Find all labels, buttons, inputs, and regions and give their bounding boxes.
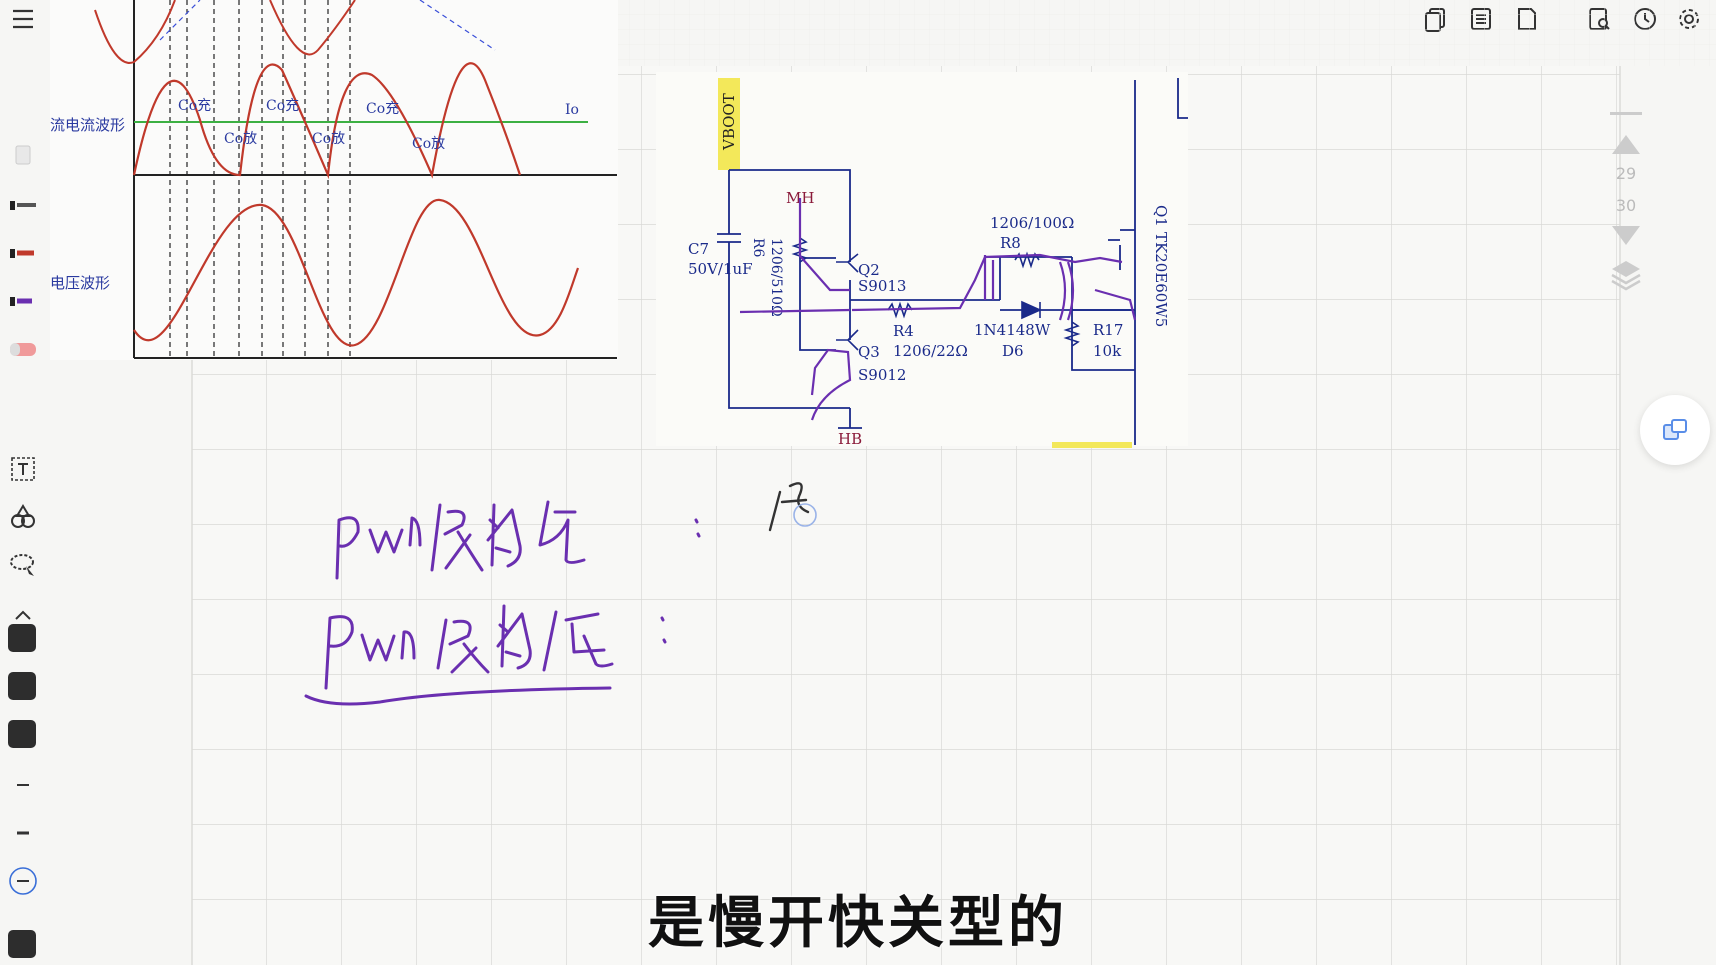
co-charge-label-2: Co充: [266, 98, 299, 114]
co-charge-label-1: Co充: [178, 98, 211, 114]
color-swatch-1[interactable]: [8, 624, 36, 652]
stroke-medium-icon[interactable]: [5, 816, 41, 850]
q3-label: Q3: [858, 343, 880, 361]
hb-label: HB: [838, 430, 862, 448]
q1-label: Q1: [1152, 205, 1170, 227]
nav-bar-icon: [1610, 112, 1642, 115]
r4-value-label: 1206/22Ω: [893, 342, 968, 360]
io-label: Io: [565, 102, 579, 118]
lasso-tool-icon[interactable]: [5, 548, 41, 582]
r17-label: R17: [1093, 321, 1123, 339]
page-number-current: 29: [1615, 164, 1637, 183]
shapes-tool-icon[interactable]: [5, 500, 41, 534]
r4-label: R4: [893, 322, 914, 340]
page-down-icon[interactable]: [1610, 222, 1642, 248]
r17-value-label: 10k: [1093, 342, 1122, 360]
handwriting-pwn-high[interactable]: [335, 500, 586, 580]
c7-name-label: C7: [688, 240, 709, 258]
waveform-image[interactable]: 流电流波形 电压波形 Io Co充 Co充 Co充 Co放 Co放 Co放: [50, 0, 618, 360]
color-swatch-4[interactable]: [8, 930, 36, 958]
q2-part-label: S9013: [858, 277, 906, 295]
window-switch-icon: [1663, 419, 1687, 440]
co-discharge-label-1: Co放: [224, 131, 257, 147]
handwriting-colon-marks[interactable]: [694, 518, 701, 538]
color-swatch-3[interactable]: [8, 720, 36, 748]
pen-tool-icon[interactable]: [5, 188, 41, 222]
page-navigator: 29 30: [1606, 100, 1646, 300]
highlighter-icon[interactable]: [5, 332, 41, 366]
video-subtitle: 是慢开快关型的: [648, 891, 1068, 956]
voltage-waveform-label: 电压波形: [50, 274, 110, 292]
page-number-total: 30: [1615, 196, 1637, 215]
r8-label: R8: [1000, 234, 1021, 252]
ink-annotation-schematic[interactable]: [739, 198, 1137, 421]
vboot-label: VBOOT: [720, 93, 738, 151]
purple-marker-icon[interactable]: [5, 284, 41, 318]
q3-part-label: S9012: [858, 366, 906, 384]
menu-icon[interactable]: [8, 4, 38, 34]
tool-sidebar: [0, 42, 50, 965]
stroke-selected-icon[interactable]: [5, 864, 41, 898]
co-discharge-label-2: Co放: [312, 131, 345, 147]
text-tool-icon[interactable]: [5, 452, 41, 486]
color-swatch-2[interactable]: [8, 672, 36, 700]
collapse-chevron-up-icon[interactable]: [5, 598, 41, 632]
red-marker-icon[interactable]: [5, 236, 41, 270]
note-canvas[interactable]: 流电流波形 电压波形 Io Co充 Co充 Co充 Co放 Co放 Co放 VB…: [50, 0, 1716, 965]
current-waveform-label: 流电流波形: [50, 116, 125, 134]
c7-value-label: 50V/1uF: [688, 260, 753, 278]
r6-label: R6: [750, 238, 766, 258]
page-up-icon[interactable]: [1610, 132, 1642, 158]
q2-label: Q2: [858, 261, 880, 279]
r8-value-label: 1206/100Ω: [990, 214, 1074, 232]
handwriting-pwn-low[interactable]: [304, 604, 667, 706]
co-discharge-label-3: Co放: [412, 136, 445, 152]
d6-label: D6: [1002, 342, 1024, 360]
eraser-tool-icon[interactable]: [5, 138, 41, 172]
stroke-thin-icon[interactable]: [5, 768, 41, 802]
d6-part-label: 1N4148W: [974, 321, 1051, 339]
q1-part-label: TK20E60W5: [1152, 232, 1170, 327]
layers-icon[interactable]: [1610, 258, 1642, 292]
handwriting-pencil-mark[interactable]: [768, 482, 817, 532]
floating-window-button[interactable]: [1640, 395, 1710, 465]
co-charge-label-3: Co充: [366, 101, 399, 117]
r6-value-label: 1206/510Ω: [768, 238, 784, 317]
